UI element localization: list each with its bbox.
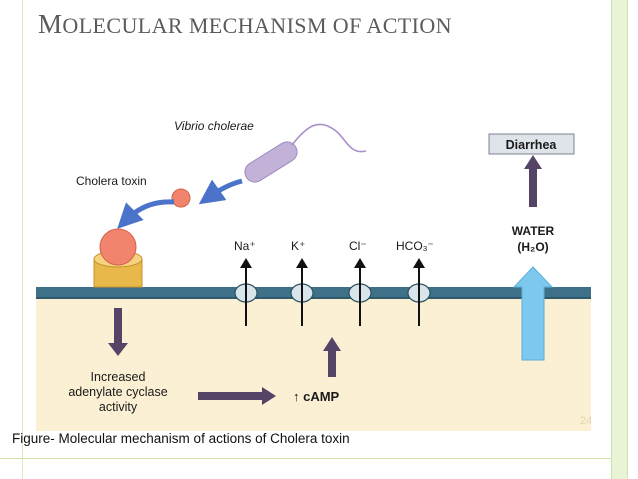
water-formula: (H₂O) xyxy=(517,240,548,254)
camp-label: ↑ cAMP xyxy=(293,389,340,404)
cyclase-to-camp-arrow xyxy=(198,387,276,405)
ion-label-hco3: HCO₃⁻ xyxy=(396,239,434,253)
bacterium-label: Vibrio cholerae xyxy=(174,119,254,133)
bacterium-flagellum xyxy=(291,123,367,153)
ion-channel-hco3 xyxy=(407,258,431,326)
cytoplasm-area xyxy=(36,296,591,431)
ion-label-cl: Cl⁻ xyxy=(349,239,367,253)
figure-caption: Figure- Molecular mechanism of actions o… xyxy=(12,431,350,446)
cell-membrane-edge xyxy=(36,297,591,299)
toxin-label: Cholera toxin xyxy=(76,174,147,188)
ion-label-k: K⁺ xyxy=(291,239,305,253)
bottom-rule xyxy=(0,458,611,459)
slide-title: MOLECULAR MECHANISM OF ACTION xyxy=(38,9,452,40)
diarrhea-box xyxy=(488,133,575,155)
toxin-release-arrow xyxy=(198,178,243,205)
free-toxin xyxy=(171,188,191,208)
ion-channel-k xyxy=(290,258,314,326)
vibrio-bacterium xyxy=(244,141,298,183)
receptor-down-arrow xyxy=(108,308,128,356)
slide-title-initial: M xyxy=(38,9,63,39)
bound-toxin xyxy=(99,228,137,266)
slide-page-number: 24 xyxy=(580,415,591,427)
left-rule xyxy=(22,0,23,479)
water-label: WATER xyxy=(512,224,555,238)
toxin-binding-arrow xyxy=(117,199,175,229)
camp-up-arrow xyxy=(323,337,341,377)
increased-text-line1: Increased xyxy=(91,370,146,384)
water-to-diarrhea-arrow xyxy=(524,155,542,207)
ion-channel-na xyxy=(234,258,258,326)
increased-text-line3: activity xyxy=(99,400,138,414)
ion-channel-cl xyxy=(348,258,372,326)
increased-text-line2: adenylate cyclase xyxy=(68,385,167,399)
right-decorative-border xyxy=(611,0,628,479)
slide-title-rest: OLECULAR MECHANISM OF ACTION xyxy=(62,13,452,38)
ion-label-na: Na⁺ xyxy=(234,239,256,253)
diarrhea-label: Diarrhea xyxy=(506,138,558,152)
water-arrow xyxy=(512,266,554,361)
cholera-mechanism-diagram: Vibrio cholerae Cholera toxin Na⁺ K⁺ Cl⁻… xyxy=(36,119,591,431)
